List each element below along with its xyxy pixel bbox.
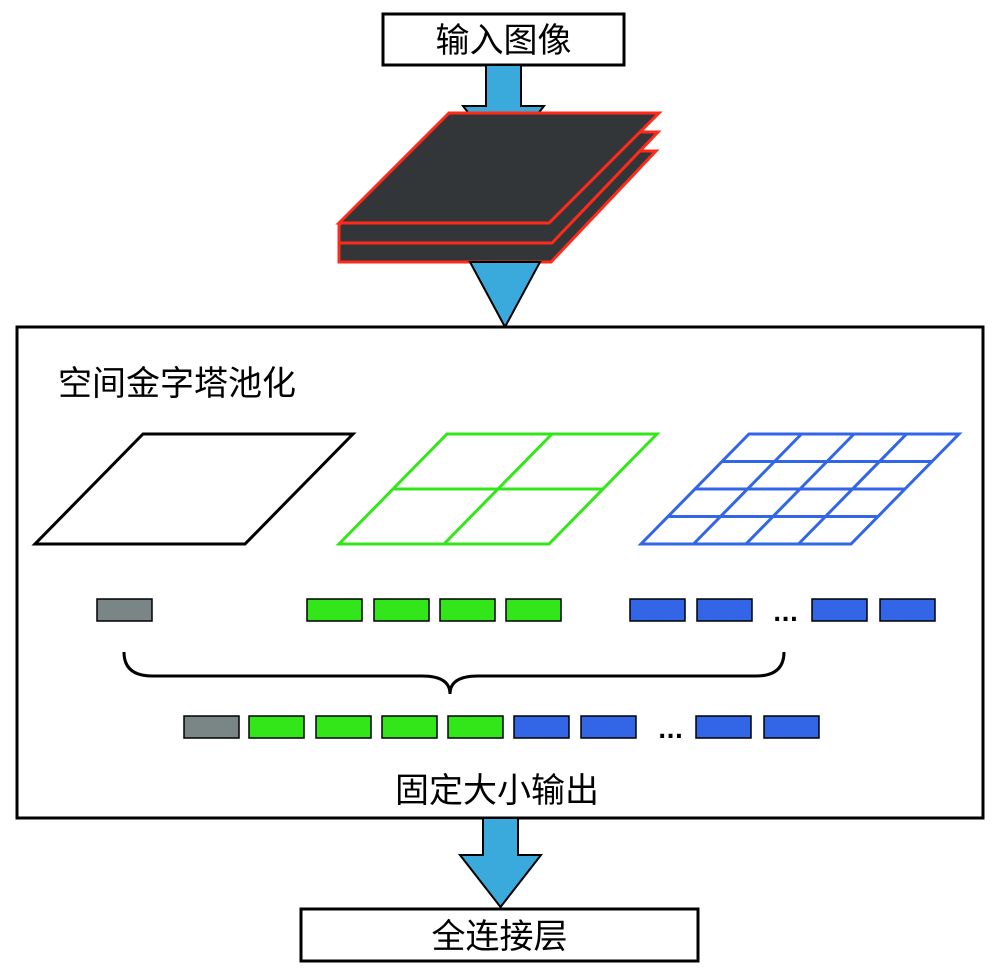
blue-bin [879,598,936,622]
blue-bin [695,715,752,739]
green-bin [447,715,504,739]
spp-title: 空间金字塔池化 [58,364,296,404]
curly-brace [122,651,786,695]
fixed-output-label: 固定大小输出 [395,771,599,811]
pyramid-level-2x2 [335,432,661,546]
input-image-box [381,12,626,67]
gray-bin [96,598,153,622]
blue-bin [629,598,686,622]
blue-bin [513,715,570,739]
input-image-label: 输入图像 [436,21,572,61]
fc-layer-label: 全连接层 [432,917,568,957]
green-bin [248,715,305,739]
green-bin [373,598,430,622]
feature-map-top [335,111,663,225]
ellipsis-bottom: ... [658,719,683,744]
fc-layer-box [299,907,700,963]
green-bin [315,715,372,739]
blue-bin [763,715,820,739]
green-bin [306,598,363,622]
gray-bin [183,715,240,739]
concatenated-output-row [183,715,820,739]
green-bin [381,715,438,739]
feature-map-stack [335,111,663,264]
blue-bin [696,598,753,622]
pooled-bins-row [96,598,936,622]
ellipsis-top: ... [773,602,798,627]
blue-bin [580,715,637,739]
green-bin [505,598,562,622]
green-bin [439,598,496,622]
arrow-to-fc-icon [457,817,544,909]
pyramid-level-4x4 [637,432,963,546]
blue-bin [811,598,868,622]
pyramid-level-1x1 [31,432,357,546]
arrow-to-spp-icon [468,261,542,330]
